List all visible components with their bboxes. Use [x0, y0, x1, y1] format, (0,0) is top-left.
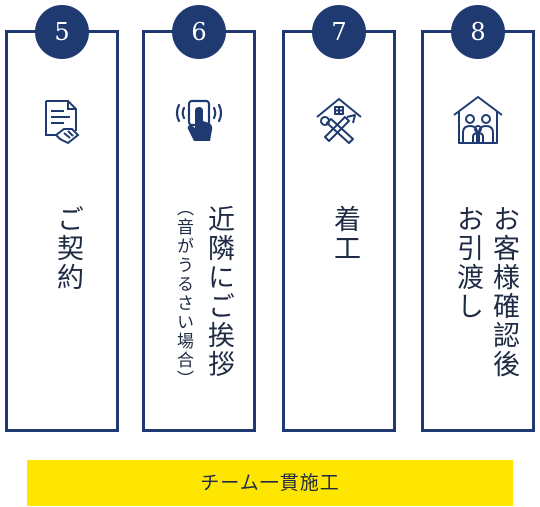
contract-handshake-icon — [45, 100, 80, 145]
step-title: ご契約 — [52, 205, 83, 292]
step-card-6: 6 近隣にご挨拶 （音がうるさい場合） — [142, 5, 256, 432]
step-number-badge: 6 — [172, 5, 226, 59]
step-number-badge: 8 — [451, 5, 505, 59]
step-card-7: 7 着工 — [282, 5, 396, 432]
step-card-5: 5 ご契約 — [5, 5, 119, 432]
step-subtitle: （音がうるさい場合） — [173, 199, 193, 389]
step-card-8: 8 お客様確認後 お引渡し — [421, 5, 535, 432]
house-tools-icon — [316, 98, 362, 144]
step-number-badge: 5 — [35, 5, 89, 59]
step-title: 近隣にご挨拶 — [203, 205, 234, 379]
family-house-icon — [453, 96, 503, 144]
step-title: 着工 — [329, 205, 360, 263]
step-number-badge: 7 — [312, 5, 366, 59]
step-title-line-2: お引渡し — [452, 205, 483, 321]
team-construction-banner: チーム一貫施工 — [27, 460, 513, 506]
step-title-line-1: お客様確認後 — [488, 205, 519, 379]
touch-button-icon — [175, 99, 223, 141]
